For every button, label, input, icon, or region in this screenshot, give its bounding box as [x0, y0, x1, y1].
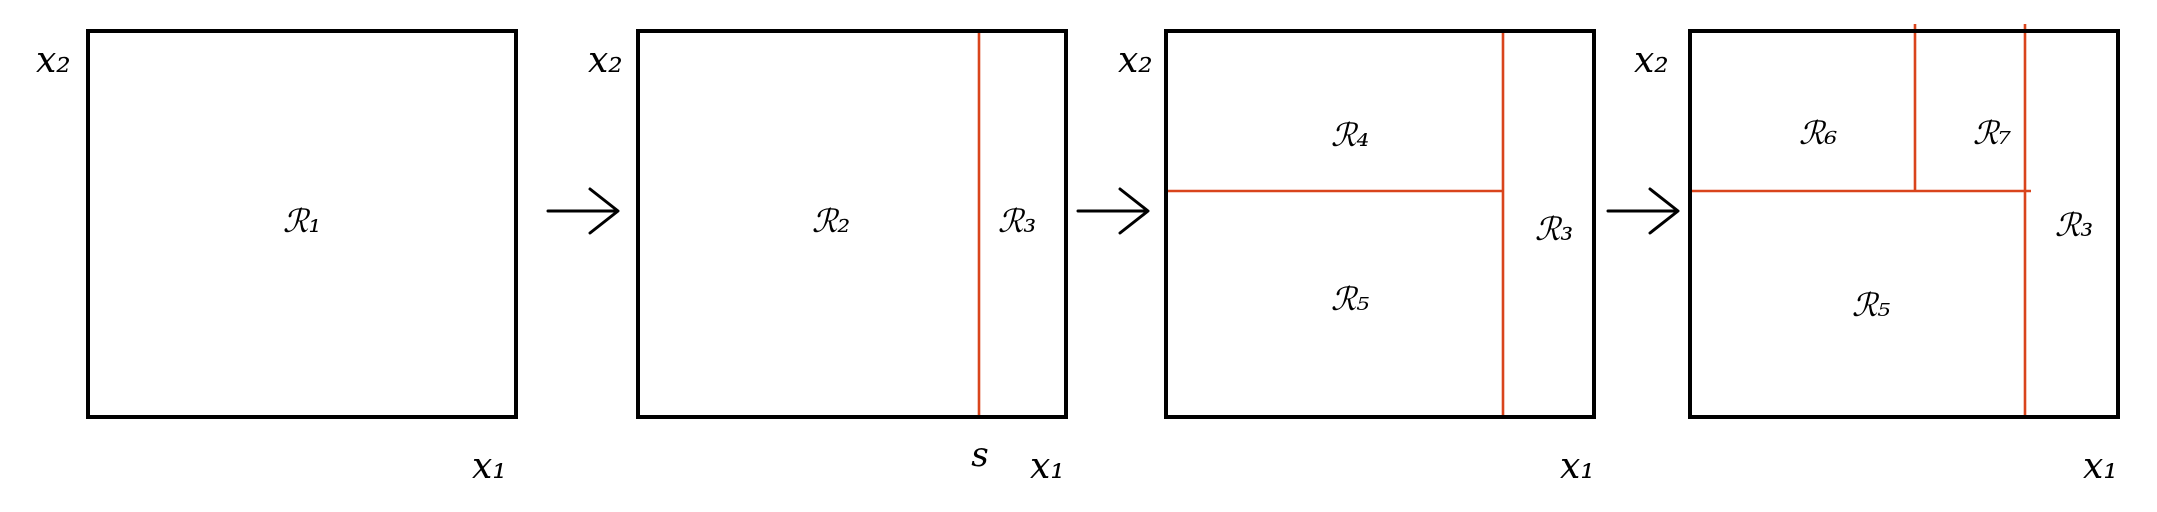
panel-3: x₂ x₁ ℛ₄ ℛ₅ ℛ₃: [1118, 29, 1596, 487]
panel-2-split-label: s: [971, 435, 988, 475]
panel-4-x2-label: x₂: [1634, 40, 1669, 81]
panel-2-region-r3: ℛ₃: [998, 202, 1036, 240]
panel-4-region-r5: ℛ₅: [1852, 286, 1891, 324]
panel-3-region-r3: ℛ₃: [1535, 210, 1573, 248]
panel-3-frame: [1164, 29, 1596, 419]
panel-1-frame: [86, 29, 518, 419]
panel-4-region-r7: ℛ₇: [1973, 114, 2012, 152]
arrow-icon: [1076, 187, 1150, 235]
panel-4: x₂ x₁ ℛ₆ ℛ₇ ℛ₅ ℛ₃: [1634, 24, 2120, 487]
panel-2-frame: [636, 29, 1068, 419]
panel-2: x₂ x₁ s ℛ₂ ℛ₃: [588, 29, 1068, 487]
panel-3-x1-label: x₁: [1560, 446, 1595, 487]
panel-1-x2-label: x₂: [36, 40, 71, 81]
panel-4-x1-label: x₁: [2083, 446, 2118, 487]
panel-3-region-r4: ℛ₄: [1331, 116, 1369, 154]
panel-1-x1-label: x₁: [472, 446, 507, 487]
panel-4-region-r3: ℛ₃: [2055, 206, 2093, 244]
panel-4-frame: [1688, 29, 2120, 419]
panel-1-region-r1: ℛ₁: [283, 202, 321, 240]
arrow-icon: [546, 187, 620, 235]
panel-3-x2-label: x₂: [1118, 40, 1153, 81]
arrow-icon: [1606, 187, 1680, 235]
panel-2-region-r2: ℛ₂: [812, 202, 850, 240]
panel-2-x1-label: x₁: [1030, 446, 1065, 487]
panel-1: x₂ x₁ ℛ₁: [36, 29, 518, 487]
panel-3-region-r5: ℛ₅: [1331, 280, 1370, 318]
panel-2-x2-label: x₂: [588, 40, 623, 81]
panel-4-region-r6: ℛ₆: [1799, 114, 1838, 152]
